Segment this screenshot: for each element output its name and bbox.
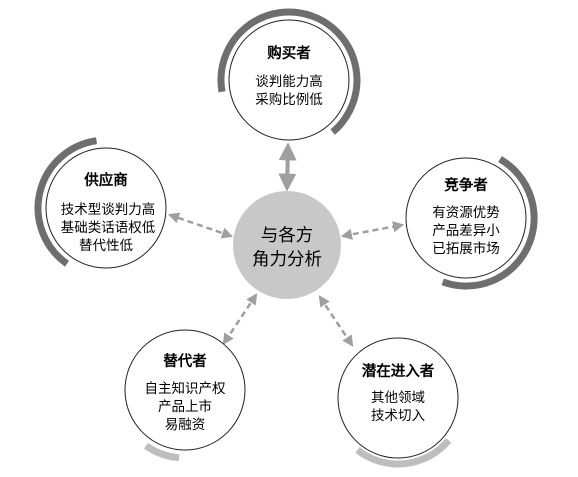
supplier-arc bbox=[34, 137, 98, 267]
entrant-line-2: 技术切入 bbox=[371, 408, 425, 424]
entrant-line-1: 其他领域 bbox=[371, 390, 425, 406]
center-label-line-1: 与各方 bbox=[261, 226, 314, 246]
buyer-circle bbox=[228, 19, 350, 141]
arrow-center-supplier bbox=[167, 212, 234, 239]
supplier-circle bbox=[45, 147, 167, 269]
buyer-arc bbox=[217, 8, 361, 135]
buyer-node: 购买者 谈判能力高 采购比例低 bbox=[228, 19, 350, 141]
substitute-arc bbox=[143, 442, 180, 462]
substitute-line-2: 产品上市 bbox=[158, 398, 212, 415]
competitor-node: 竞争者 有资源优势 产品差异小 已拓展市场 bbox=[405, 157, 527, 279]
center-circle bbox=[233, 191, 341, 299]
center-label-line-2: 角力分析 bbox=[252, 250, 322, 270]
supplier-node: 供应商 技术型谈判力高 基础类话语权低 替代性低 bbox=[45, 147, 167, 269]
arrow-center-buyer bbox=[278, 142, 297, 192]
entrant-circle bbox=[337, 337, 459, 459]
supplier-title: 供应商 bbox=[83, 171, 128, 189]
decorative-arcs bbox=[34, 8, 538, 468]
competitor-line-3: 已拓展市场 bbox=[432, 240, 500, 257]
substitute-node: 替代者 自主知识产权 产品上市 易融资 bbox=[124, 329, 246, 451]
competitor-line-2: 产品差异小 bbox=[432, 223, 500, 239]
substitute-line-3: 易融资 bbox=[165, 417, 206, 433]
substitute-line-1: 自主知识产权 bbox=[145, 380, 226, 397]
buyer-line-1: 谈判能力高 bbox=[255, 73, 323, 90]
arrow-center-entrant bbox=[318, 295, 354, 347]
entrant-node: 潜在进入者 其他领域 技术切入 bbox=[337, 337, 459, 459]
buyer-line-2: 采购比例低 bbox=[255, 92, 323, 108]
competitor-title: 竞争者 bbox=[444, 176, 488, 194]
competitor-arc bbox=[441, 156, 538, 290]
substitute-circle bbox=[124, 329, 246, 451]
entrant-arc bbox=[355, 438, 452, 468]
supplier-line-1: 技术型谈判力高 bbox=[61, 201, 156, 218]
arrow-center-competitor bbox=[340, 221, 405, 240]
substitute-title: 替代者 bbox=[163, 352, 207, 370]
competitor-line-1: 有资源优势 bbox=[432, 205, 500, 221]
buyer-title: 购买者 bbox=[267, 44, 311, 62]
center-node: 与各方 角力分析 bbox=[233, 191, 341, 299]
entrant-title: 潜在进入者 bbox=[362, 362, 435, 380]
supplier-line-2: 基础类话语权低 bbox=[61, 219, 156, 236]
arrow-center-substitute bbox=[222, 293, 258, 345]
connector-arrows bbox=[167, 142, 405, 347]
competitor-circle bbox=[405, 157, 527, 279]
supplier-line-3: 替代性低 bbox=[79, 238, 133, 254]
